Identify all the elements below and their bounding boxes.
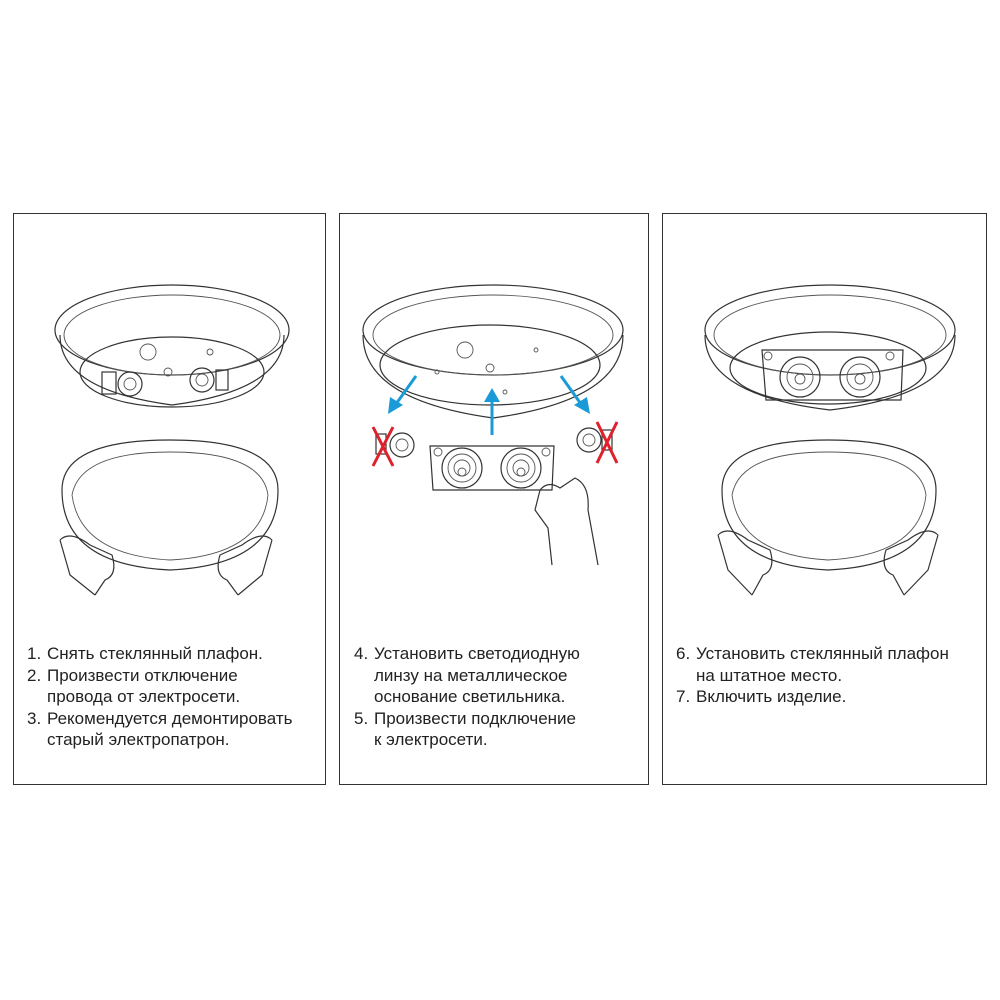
- step-number: 7.: [676, 687, 691, 706]
- cross-mark-left-icon: [371, 426, 395, 467]
- removed-socket-left: [375, 432, 415, 458]
- glass-shade: [61, 439, 279, 571]
- arrow-remove-right-icon: [559, 375, 590, 414]
- ceiling-fixture-with-led-module: [704, 284, 956, 411]
- step-4: 4. Установить светодиодную линзу на метал…: [354, 643, 580, 708]
- step-panel-2: [339, 213, 649, 785]
- hands-holding-shade: [717, 530, 939, 596]
- step-text: Произвести подключение к электросети.: [374, 708, 576, 750]
- arrow-up-icon: [484, 388, 500, 435]
- step-number: 4.: [354, 644, 369, 663]
- old-lamp-socket-left: [101, 371, 143, 397]
- ceiling-fixture-open: [54, 284, 290, 408]
- step-5: 5.Произвести подключение к электросети.: [354, 708, 580, 751]
- step-1: 1. Снять стеклянный плафон.: [27, 643, 292, 665]
- hand-holding-module: [534, 477, 599, 566]
- step-panel-3: [662, 213, 987, 785]
- arrow-remove-left-icon: [388, 375, 418, 414]
- step-number: 1.: [27, 644, 42, 663]
- instructions-panel-1: 1. Снять стеклянный плафон. 2.Произвести …: [27, 643, 292, 751]
- step-text: Включить изделие.: [696, 687, 847, 706]
- step-number: 2.: [27, 665, 42, 685]
- step-text: Снять стеклянный плафон.: [47, 644, 263, 663]
- cross-mark-right-icon: [595, 421, 619, 464]
- led-lens-module: [429, 445, 555, 491]
- step-text: Установить светодиодную линзу на металли…: [374, 644, 580, 706]
- removed-socket-right: [576, 427, 613, 453]
- step-text: Произвести отключение провода от электро…: [47, 665, 241, 707]
- step-number: 3.: [27, 708, 42, 728]
- step-text: Установить стеклянный плафон на штатное …: [696, 644, 949, 685]
- step-3: 3.Рекомендуется демонтировать старый эле…: [27, 708, 292, 751]
- instructions-panel-2: 4. Установить светодиодную линзу на метал…: [354, 643, 580, 751]
- step-text: Рекомендуется демонтировать старый элект…: [47, 708, 293, 750]
- step-6: 6. Установить стеклянный плафон на штатно…: [676, 643, 949, 686]
- old-lamp-socket-right: [189, 367, 229, 393]
- instructions-panel-3: 6. Установить стеклянный плафон на штатно…: [676, 643, 949, 708]
- step-number: 5.: [354, 708, 369, 728]
- step-7: 7. Включить изделие.: [676, 686, 949, 708]
- glass-shade: [721, 439, 937, 571]
- hands-holding-shade: [59, 535, 273, 596]
- step-2: 2.Произвести отключение провода от элект…: [27, 665, 292, 708]
- step-number: 6.: [676, 644, 691, 663]
